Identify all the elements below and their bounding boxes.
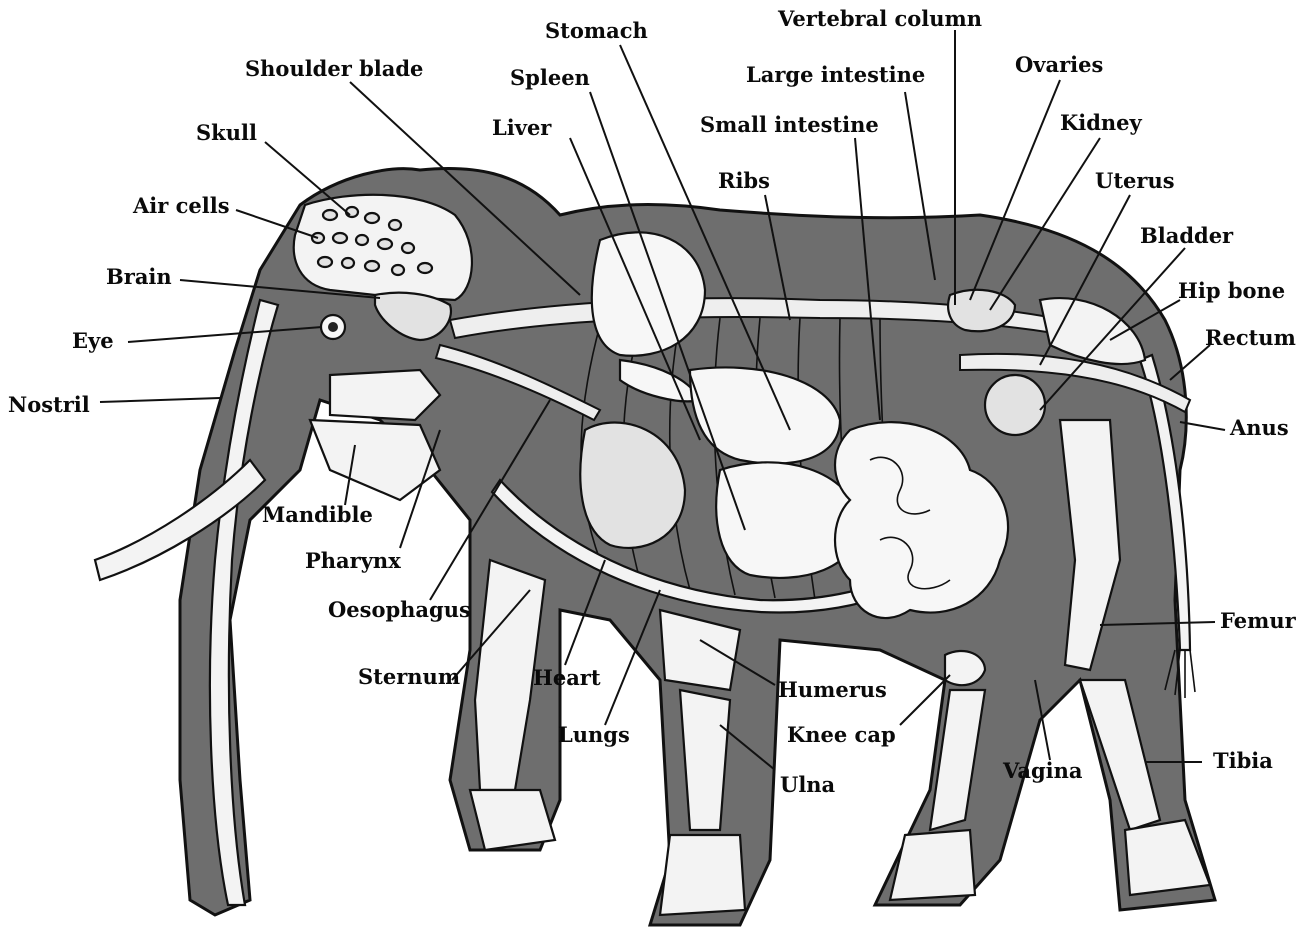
label-kidney: Kidney bbox=[1060, 110, 1143, 135]
label-eye: Eye bbox=[72, 328, 114, 353]
rear-left-foot bbox=[890, 830, 975, 900]
label-tibia: Tibia bbox=[1213, 748, 1273, 773]
label-sternum: Sternum bbox=[358, 664, 460, 689]
label-stomach: Stomach bbox=[545, 18, 648, 43]
label-vertebral-column: Vertebral column bbox=[777, 6, 982, 31]
label-anus: Anus bbox=[1229, 415, 1289, 440]
label-knee-cap: Knee cap bbox=[787, 722, 896, 747]
label-small-intestine: Small intestine bbox=[700, 112, 879, 137]
label-uterus: Uterus bbox=[1095, 168, 1175, 193]
label-ribs: Ribs bbox=[718, 168, 770, 193]
upper-jaw bbox=[330, 370, 440, 420]
label-liver: Liver bbox=[492, 115, 552, 140]
ulna-bone bbox=[680, 690, 730, 830]
leader-nostril bbox=[100, 398, 220, 402]
front-right-foot bbox=[660, 835, 745, 915]
label-lungs: Lungs bbox=[558, 722, 630, 747]
label-rectum: Rectum bbox=[1205, 325, 1296, 350]
rear-right-foot bbox=[1125, 820, 1210, 895]
label-vagina: Vagina bbox=[1002, 758, 1083, 783]
label-large-intestine: Large intestine bbox=[746, 62, 925, 87]
kneecap-bone bbox=[945, 651, 985, 685]
label-oesophagus: Oesophagus bbox=[328, 597, 471, 622]
label-spleen: Spleen bbox=[510, 65, 590, 90]
label-bladder: Bladder bbox=[1140, 223, 1234, 248]
label-shoulder-blade: Shoulder blade bbox=[245, 56, 423, 81]
label-brain: Brain bbox=[106, 264, 172, 289]
label-air-cells: Air cells bbox=[132, 193, 230, 218]
label-skull: Skull bbox=[196, 120, 257, 145]
front-left-foot bbox=[470, 790, 555, 850]
label-mandible: Mandible bbox=[262, 502, 373, 527]
label-pharynx: Pharynx bbox=[305, 548, 401, 573]
label-ovaries: Ovaries bbox=[1015, 52, 1103, 77]
label-ulna: Ulna bbox=[780, 772, 836, 797]
bladder-organ bbox=[985, 375, 1045, 435]
label-femur: Femur bbox=[1220, 608, 1297, 633]
label-humerus: Humerus bbox=[778, 677, 887, 702]
label-heart: Heart bbox=[533, 665, 601, 690]
label-hip-bone: Hip bone bbox=[1178, 278, 1285, 303]
eye-pupil bbox=[328, 322, 338, 332]
label-nostril: Nostril bbox=[8, 392, 90, 417]
